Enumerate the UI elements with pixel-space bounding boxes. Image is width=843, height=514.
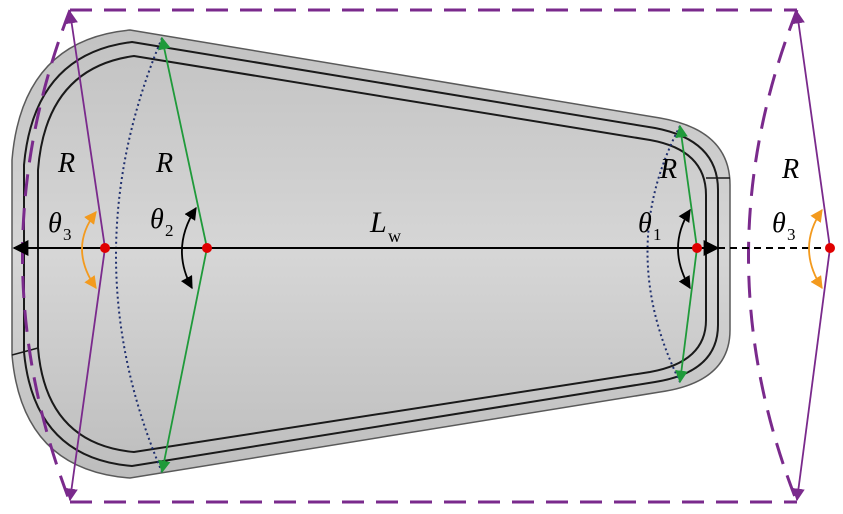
right-center-point bbox=[825, 243, 835, 253]
left-center-point bbox=[100, 243, 110, 253]
theta2-arc bbox=[181, 206, 197, 290]
left-mid-center-point bbox=[202, 243, 212, 253]
label-theta3-right-sub: 3 bbox=[787, 225, 796, 244]
left-dashed-arc bbox=[21, 9, 72, 503]
right-green-radius-top bbox=[675, 124, 698, 249]
label-R-right-mid: R bbox=[659, 154, 677, 185]
label-theta3-left-sub: 3 bbox=[63, 225, 72, 244]
left-green-radius-top bbox=[158, 36, 208, 249]
outer-dashed-boundary bbox=[21, 8, 799, 504]
label-theta3-right: θ bbox=[772, 208, 786, 239]
right-dashed-arc bbox=[747, 9, 799, 503]
label-theta1-sub: 1 bbox=[653, 225, 662, 244]
right-purple-radius-bottom bbox=[792, 247, 831, 502]
theta3-right-arc bbox=[808, 208, 823, 290]
label-R-right: R bbox=[781, 154, 799, 185]
tapered-body bbox=[11, 29, 731, 479]
labels: R R R R θ 3 θ 2 L w θ 1 θ 3 bbox=[48, 148, 799, 246]
label-L-sub: w bbox=[388, 226, 401, 246]
purple-radii bbox=[65, 10, 831, 502]
left-green-radius-bottom bbox=[158, 247, 208, 474]
left-purple-radius-bottom bbox=[65, 247, 106, 502]
label-theta1: θ bbox=[638, 208, 652, 239]
label-theta3-left: θ bbox=[48, 208, 62, 239]
label-theta2: θ bbox=[150, 204, 164, 235]
left-purple-radius-top bbox=[65, 10, 106, 249]
right-mid-center-point bbox=[692, 243, 702, 253]
label-L: L bbox=[369, 206, 387, 239]
angle-arcs bbox=[81, 206, 823, 290]
label-R-left: R bbox=[57, 148, 75, 179]
center-points bbox=[100, 243, 835, 253]
theta1-arc bbox=[677, 208, 691, 290]
right-purple-radius-top bbox=[792, 10, 831, 249]
label-theta2-sub: 2 bbox=[165, 221, 174, 240]
label-R-left-mid: R bbox=[155, 148, 173, 179]
green-radii bbox=[158, 36, 698, 474]
theta3-left-arc bbox=[81, 211, 97, 290]
right-green-radius-bottom bbox=[675, 247, 698, 384]
